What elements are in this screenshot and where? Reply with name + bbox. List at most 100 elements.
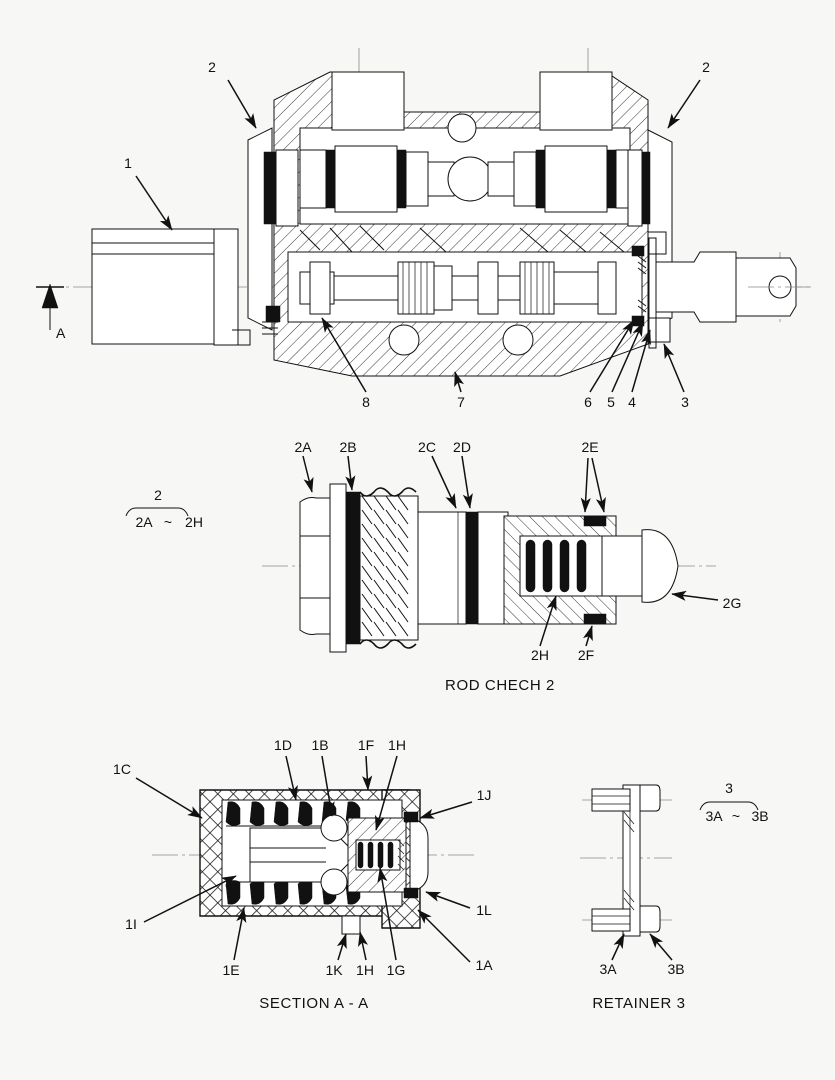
leader-1J: [419, 801, 473, 819]
insert-coil-4: [387, 841, 394, 869]
spool-l-groove-pack-1: [397, 261, 435, 315]
spool-l-land-a: [433, 265, 453, 311]
callout-1F: 1F: [358, 737, 374, 753]
gland-right-ring: [627, 149, 643, 227]
callout-2E: 2E: [581, 439, 598, 455]
leader-7: [454, 371, 464, 393]
retainer-bolt-lower: [591, 905, 661, 933]
spool-u-seal-3: [535, 149, 546, 209]
section-marker-label: A: [56, 325, 66, 341]
callout-6: 6: [584, 394, 592, 410]
rod-body: [91, 235, 233, 345]
leader-1A: [417, 909, 471, 963]
section-aa-leaders: [135, 755, 473, 963]
retainer-group-note: 3 3A ~ 3B: [699, 780, 769, 824]
leader-2C: [431, 455, 457, 509]
boss-right: [539, 71, 613, 131]
cast-fillet-top: [447, 113, 477, 143]
callout-4: 4: [628, 394, 636, 410]
leader-8: [321, 317, 367, 393]
leader-1I: [143, 875, 237, 923]
shank-plain: [417, 511, 467, 625]
leader-2G: [671, 590, 719, 601]
hex-head-flange: [329, 483, 347, 653]
thread-body: [359, 495, 419, 641]
leader-2-left: [227, 79, 257, 129]
rodcheck-valve-body: [503, 515, 643, 625]
group-note-3-bracket: [699, 801, 759, 811]
retainer-labels: 3A 3B: [599, 961, 684, 977]
group-note-2-right: 2H: [185, 514, 203, 530]
callout-1K: 1K: [325, 962, 343, 978]
main-callout-leaders: [135, 79, 701, 393]
retainer-section-hatch: [623, 811, 635, 911]
callout-1H: 1H: [388, 737, 406, 753]
coil-b4: [297, 880, 313, 905]
callout-1L: 1L: [476, 902, 492, 918]
spool-u-waist-2: [487, 161, 515, 197]
callout-2F: 2F: [578, 647, 594, 663]
leader-3B: [649, 933, 673, 961]
spool-u-neck-2: [513, 151, 537, 207]
coil-b3: [273, 880, 289, 905]
leader-1D: [285, 755, 298, 801]
leader-1F: [362, 755, 373, 791]
leader-2A: [302, 455, 314, 493]
callout-2A: 2A: [294, 439, 312, 455]
leader-2E-b: [591, 457, 606, 513]
callout-8: 8: [362, 394, 370, 410]
coil-t2: [249, 801, 265, 826]
spring-coil-1: [525, 539, 536, 593]
section-aa-view: 1C 1D 1B 1F 1H 1J 1L 1A 1I 1E 1K 1H 1G S…: [113, 737, 493, 1012]
oring-2D: [465, 511, 479, 625]
leader-1: [135, 175, 173, 231]
leader-6: [589, 319, 635, 393]
rod-collar: [213, 228, 239, 346]
group-note-2-left: 2A: [135, 514, 153, 530]
section-aa-caption: SECTION A - A: [259, 995, 369, 1012]
rodcheck-leaders: [302, 455, 719, 647]
spool-u-seal-2: [396, 149, 407, 209]
group-note-3-right: 3B: [751, 808, 768, 824]
callout-1A: 1A: [475, 957, 493, 973]
spool-u-seal-4: [606, 149, 617, 209]
leader-5: [611, 321, 644, 393]
leader-2E-a: [580, 457, 591, 513]
output-shaft-clevis: [655, 251, 812, 323]
spool-l-flange-left: [309, 261, 331, 315]
leader-2H: [539, 595, 557, 647]
callout-3B: 3B: [667, 961, 684, 977]
gland-left-lower-seal: [265, 305, 281, 323]
spool-l-shaft-3: [497, 275, 521, 301]
coil-b2: [249, 880, 265, 905]
boss-inner-walls: [403, 72, 541, 112]
rod-check-view: 2 2A ~ 2H: [125, 439, 742, 694]
rodcheck-group-note: 2 2A ~ 2H: [125, 487, 203, 530]
spool-u-land-1: [299, 149, 327, 209]
callout-2H: 2H: [531, 647, 549, 663]
spool-l-flange-right: [597, 261, 617, 315]
boss-left: [331, 71, 405, 131]
spool-l-groove-pack-2: [519, 261, 555, 315]
thread-crest-top: [359, 487, 417, 497]
gland-right-step-bot: [647, 317, 671, 343]
insert-threads: [397, 839, 405, 871]
chamber-outline: [221, 799, 403, 907]
hex-head-profile: [299, 497, 335, 635]
leader-2B: [345, 455, 356, 491]
spring-coil-2: [542, 539, 553, 593]
spool-u-neck-1: [405, 151, 429, 207]
callout-3A: 3A: [599, 961, 617, 977]
retainer-leaders: [611, 933, 673, 961]
leader-2D: [461, 455, 473, 509]
coil-b1: [225, 880, 241, 905]
cast-fillet-br: [502, 324, 534, 356]
spool-l-shaft-2: [451, 275, 479, 301]
callout-2G: 2G: [723, 595, 742, 611]
seal-item-6-hatch: [637, 255, 647, 313]
coil-t1: [225, 801, 241, 826]
leader-1G: [377, 867, 397, 961]
rodcheck-seal-2B: [345, 491, 361, 645]
internal-rib-lines: [299, 225, 625, 253]
